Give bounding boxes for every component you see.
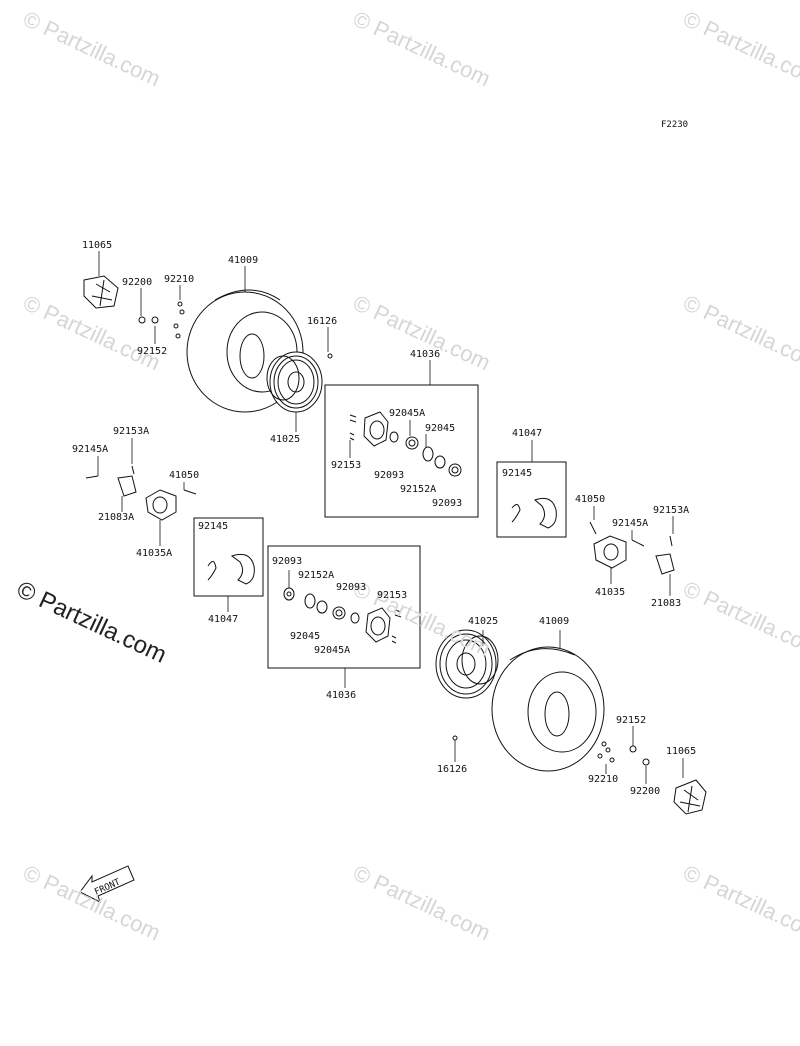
hub-right[interactable] xyxy=(589,521,675,575)
callout-41025[interactable]: 41025 xyxy=(468,616,499,627)
group-box-41047-right xyxy=(496,461,567,538)
hub-cap-upper-left[interactable] xyxy=(83,275,119,309)
tire-lower-right[interactable] xyxy=(491,646,605,772)
callout-92145[interactable]: 92145 xyxy=(198,521,229,532)
brake-shoe-right[interactable] xyxy=(511,497,557,529)
callout-41036[interactable]: 41036 xyxy=(410,349,441,360)
callout-41035A[interactable]: 41035A xyxy=(136,548,173,559)
callout-92045A[interactable]: 92045A xyxy=(389,408,426,419)
hub-assembly-lower[interactable] xyxy=(283,587,402,644)
callout-92145A[interactable]: 92145A xyxy=(72,444,109,455)
wheel-rim-upper-left[interactable] xyxy=(266,351,323,413)
fasteners-lower-right xyxy=(452,735,650,766)
callout-92145[interactable]: 92145 xyxy=(502,468,533,479)
callout-92152[interactable]: 92152 xyxy=(137,346,168,357)
callout-92210[interactable]: 92210 xyxy=(164,274,195,285)
callout-92210[interactable]: 92210 xyxy=(588,774,619,785)
group-box-41047-left xyxy=(193,517,264,597)
hub-assembly-upper[interactable] xyxy=(349,411,462,477)
callout-92152A[interactable]: 92152A xyxy=(298,570,335,581)
callout-11065[interactable]: 11065 xyxy=(666,746,697,757)
callout-92093[interactable]: 92093 xyxy=(374,470,405,481)
callout-41050[interactable]: 41050 xyxy=(575,494,606,505)
leader-lines xyxy=(97,251,684,784)
front-arrow-icon xyxy=(79,865,135,903)
callout-11065[interactable]: 11065 xyxy=(82,240,113,251)
callout-92153A[interactable]: 92153A xyxy=(113,426,150,437)
callout-41025[interactable]: 41025 xyxy=(270,434,301,445)
callout-21083[interactable]: 21083 xyxy=(651,598,682,609)
group-box-41036-upper xyxy=(324,384,479,518)
callout-92093[interactable]: 92093 xyxy=(272,556,303,567)
callout-41050[interactable]: 41050 xyxy=(169,470,200,481)
callout-16126[interactable]: 16126 xyxy=(437,764,468,775)
callout-92200[interactable]: 92200 xyxy=(122,277,153,288)
callout-92093[interactable]: 92093 xyxy=(336,582,367,593)
hub-left[interactable] xyxy=(85,465,197,521)
callout-92045[interactable]: 92045 xyxy=(290,631,321,642)
brake-shoe-left[interactable] xyxy=(207,553,255,585)
hub-cap-lower-right[interactable] xyxy=(673,779,707,815)
callout-41009[interactable]: 41009 xyxy=(228,255,259,266)
wheel-rim-lower-right[interactable] xyxy=(435,629,499,699)
callout-92045A[interactable]: 92045A xyxy=(314,645,351,656)
callout-41036[interactable]: 41036 xyxy=(326,690,357,701)
callout-41009[interactable]: 41009 xyxy=(539,616,570,627)
callout-92045[interactable]: 92045 xyxy=(425,423,456,434)
figure-code: F2230 xyxy=(661,120,689,130)
callout-41035[interactable]: 41035 xyxy=(595,587,626,598)
callout-92145A[interactable]: 92145A xyxy=(612,518,649,529)
callout-92093[interactable]: 92093 xyxy=(432,498,463,509)
callout-92152[interactable]: 92152 xyxy=(616,715,647,726)
callout-16126[interactable]: 16126 xyxy=(307,316,338,327)
callout-92153[interactable]: 92153 xyxy=(377,590,408,601)
callout-92153A[interactable]: 92153A xyxy=(653,505,690,516)
callout-21083A[interactable]: 21083A xyxy=(98,512,135,523)
callout-41047[interactable]: 41047 xyxy=(512,428,543,439)
callout-92200[interactable]: 92200 xyxy=(630,786,661,797)
callout-92153[interactable]: 92153 xyxy=(331,460,362,471)
callout-92152A[interactable]: 92152A xyxy=(400,484,437,495)
callout-41047[interactable]: 41047 xyxy=(208,614,239,625)
fasteners-upper-left xyxy=(138,301,333,359)
group-box-41036-lower xyxy=(267,545,421,669)
